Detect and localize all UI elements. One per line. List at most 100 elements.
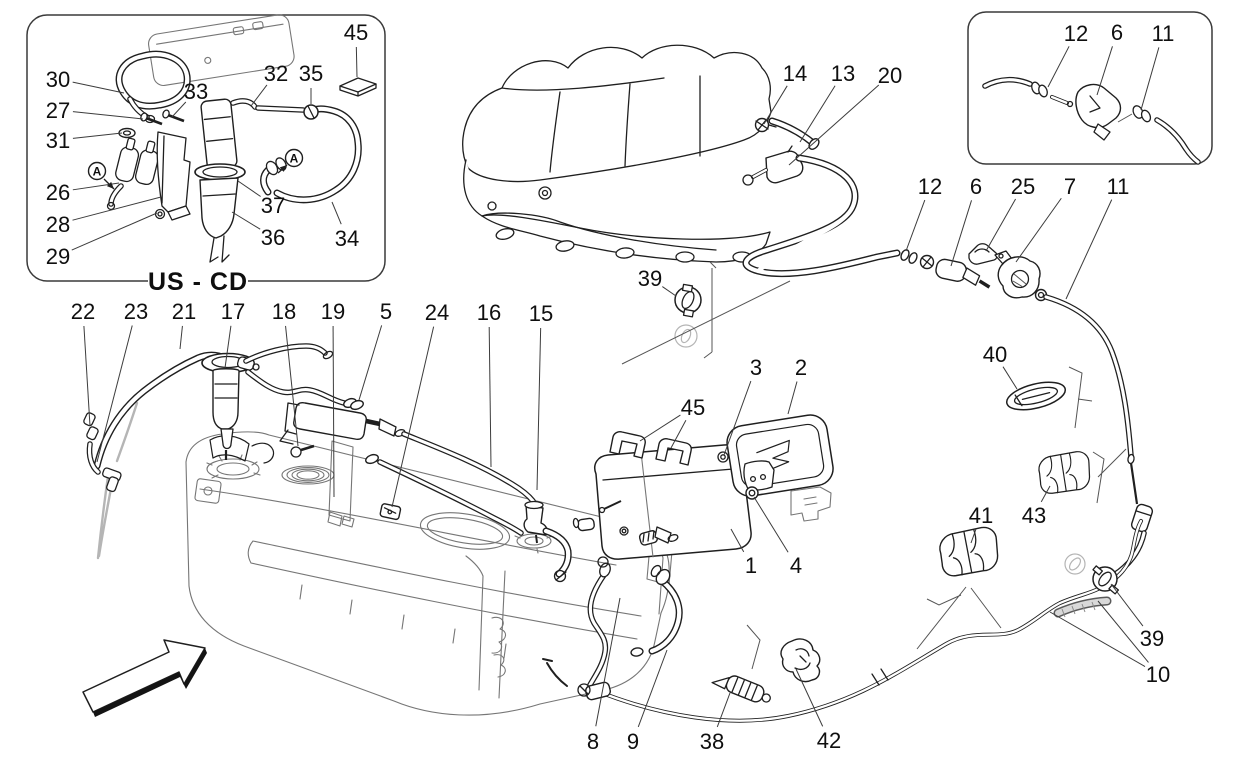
callout-23: 23 [124, 299, 148, 324]
leader-line-15 [536, 327, 542, 491]
t-fitting-23-shape [102, 467, 122, 493]
callout-7: 7 [1064, 174, 1076, 199]
callout-42: 42 [817, 728, 841, 753]
view-marker-letter: A [290, 152, 299, 166]
cap-35-drawing [303, 104, 319, 120]
callout-1: 1 [745, 553, 757, 578]
callout-28: 28 [46, 212, 70, 237]
nut-3-shape [717, 451, 729, 463]
callout-4: 4 [790, 553, 802, 578]
canister-ghost-drawing [148, 14, 295, 87]
valve-5-drawing [279, 402, 406, 445]
leader-line-12 [905, 199, 926, 252]
leader-line-27 [72, 111, 144, 120]
callout-26: 26 [46, 180, 70, 205]
fuel-tank-drawing [185, 431, 673, 716]
callout-15: 15 [529, 301, 553, 326]
valve-20-shape [742, 145, 804, 186]
inset-us-cd: US - CD [26, 14, 386, 296]
callout-45: 45 [681, 395, 705, 420]
leader-line-32 [250, 84, 268, 107]
leader-line-1 [730, 528, 745, 553]
callout-39: 39 [1140, 626, 1164, 651]
leader-line-31 [72, 132, 123, 139]
hose-segment-10-shape [1053, 596, 1112, 618]
tank-ring-left [206, 454, 261, 480]
fitting-11-inset-drawing [1132, 105, 1152, 123]
callout-8: 8 [587, 729, 599, 754]
callout-6: 6 [970, 174, 982, 199]
leader-line-21 [179, 325, 183, 350]
leader-line-39 [662, 286, 677, 297]
elbow-connector-shape [1130, 503, 1154, 533]
direction-arrow [82, 639, 207, 717]
valve-6-inset-drawing [1075, 83, 1122, 141]
canister-assembly-drawing [572, 414, 834, 560]
leader-line-13 [799, 85, 836, 143]
leader-line-6 [950, 200, 973, 267]
callout-25: 25 [1011, 174, 1035, 199]
nut-29-drawing [154, 208, 166, 220]
leader-line-45 [355, 46, 358, 78]
leader-line-16 [488, 326, 492, 468]
leader-line-28 [72, 196, 162, 221]
callout-6: 6 [1111, 20, 1123, 45]
callout-21: 21 [172, 299, 196, 324]
clamp-12-shape [919, 254, 935, 270]
callout-32: 32 [264, 61, 288, 86]
callout-36: 36 [261, 225, 285, 250]
grommet-39-right-ghost [1064, 553, 1086, 575]
purge-hose-engine-drawing [621, 117, 901, 365]
view-marker-circle [284, 148, 304, 168]
leader-line-37 [237, 180, 261, 197]
callout-2: 2 [795, 355, 807, 380]
callout-37: 37 [261, 193, 285, 218]
leader-line-20 [788, 84, 880, 166]
leader-line-43 [1040, 485, 1051, 503]
callout-39: 39 [638, 266, 662, 291]
leader-line-11 [1140, 47, 1160, 111]
tank-hoses-left-drawing [83, 343, 572, 583]
inset-label-mask [148, 268, 248, 292]
callout-20: 20 [878, 63, 902, 88]
callout-31: 31 [46, 128, 70, 153]
leader-line-45 [639, 414, 681, 442]
leader-line-7 [1015, 197, 1062, 263]
grommet-valve-15-shape [523, 500, 548, 544]
callout-40: 40 [983, 342, 1007, 367]
leader-line-10 [1049, 611, 1146, 667]
leader-line-4 [753, 496, 789, 553]
fittings-22-shape [83, 412, 99, 441]
bottom-lines-drawing [542, 556, 821, 703]
pump-17-drawing [201, 352, 260, 460]
pipe-union-shape [577, 681, 611, 701]
callout-24: 24 [425, 300, 449, 325]
handle-30-drawing [115, 50, 191, 124]
leader-line-22 [83, 325, 91, 427]
callout-11: 11 [1152, 21, 1175, 46]
screw-18-shape [290, 444, 315, 458]
callout-17: 17 [221, 299, 245, 324]
leader-line-29 [71, 212, 158, 251]
bracket-28-drawing [156, 131, 191, 221]
leader-line-45 [670, 419, 687, 449]
callout-41: 41 [969, 503, 993, 528]
view-marker-letter: A [93, 165, 102, 179]
clip-24-shape [379, 503, 402, 521]
callout-30: 30 [46, 67, 70, 92]
view-marker-arrowhead [106, 181, 114, 189]
leader-line-12 [1047, 46, 1070, 88]
callout-35: 35 [299, 61, 323, 86]
callout-18: 18 [272, 299, 296, 324]
callout-14: 14 [783, 61, 807, 86]
callout-11: 11 [1107, 174, 1130, 199]
callout-33: 33 [184, 79, 208, 104]
callout-38: 38 [700, 729, 724, 754]
grommet-39-engine-shape [674, 283, 702, 318]
bracket-2-shape [717, 414, 834, 522]
leader-line-24 [391, 326, 435, 508]
callout-29: 29 [46, 244, 70, 269]
leader-line-23 [96, 325, 133, 463]
nut-4-shape [745, 486, 759, 500]
